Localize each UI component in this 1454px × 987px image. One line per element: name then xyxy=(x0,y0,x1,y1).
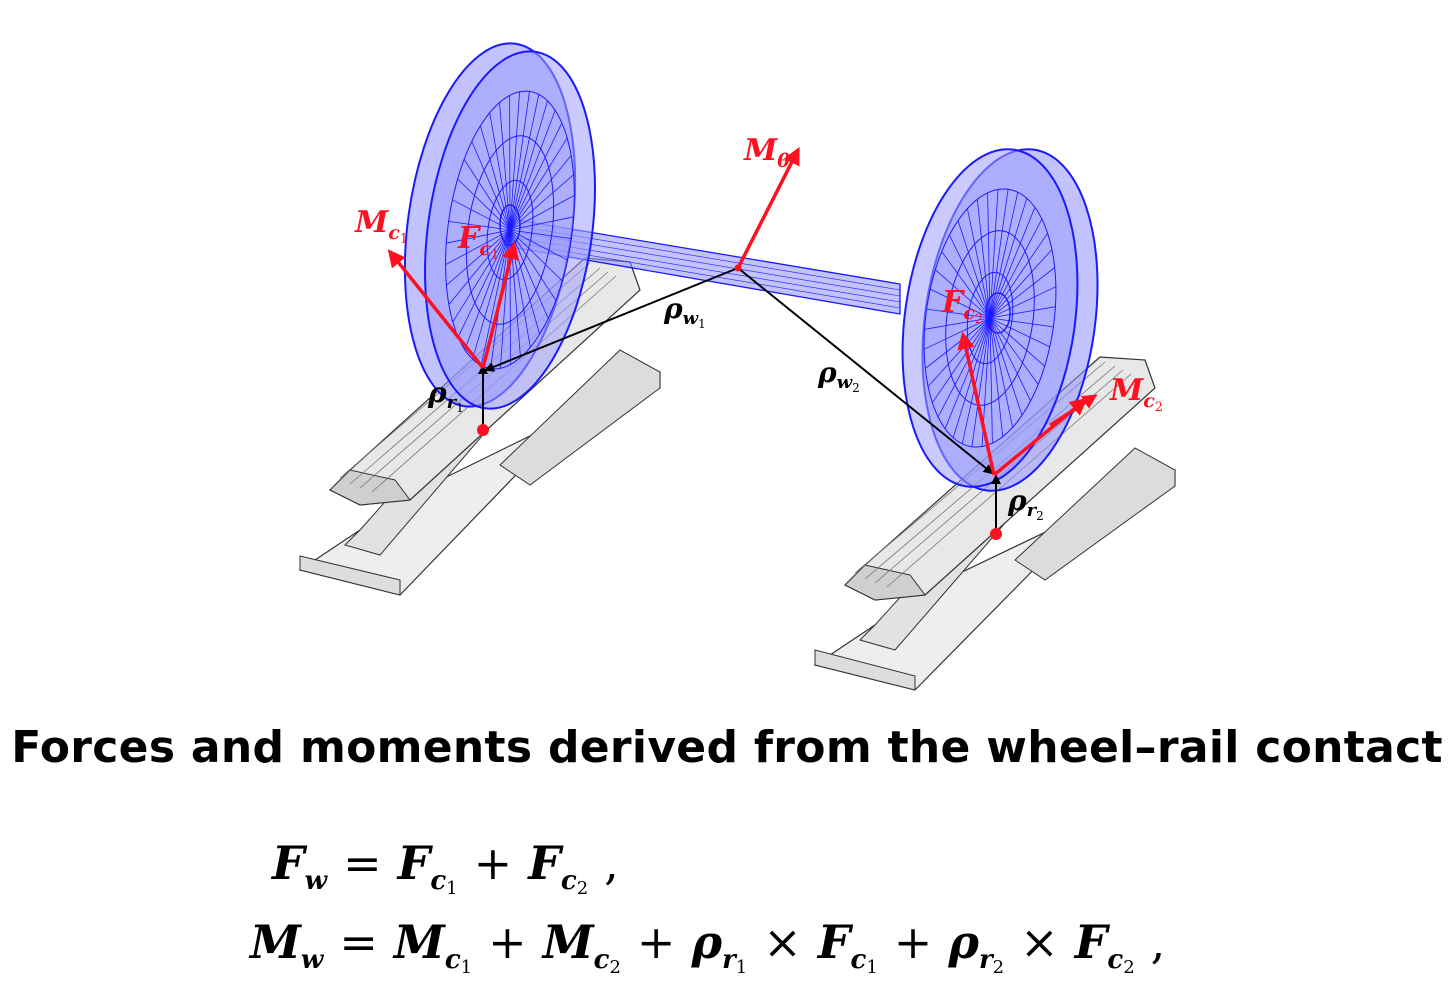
wheel-mesh-spoke xyxy=(509,110,556,231)
wheel-mesh-spoke xyxy=(989,317,1045,367)
right-wheel xyxy=(901,148,1099,492)
wheel-mesh-spoke xyxy=(989,192,1019,319)
wheel-mesh-spoke xyxy=(989,207,1036,319)
wheel-mesh-spoke xyxy=(509,229,563,282)
wheel-mesh-spoke xyxy=(509,137,568,231)
f-c1-arrow xyxy=(481,241,520,369)
wheel-mesh-spoke xyxy=(976,199,991,319)
wheel-mesh-spoke xyxy=(944,317,991,429)
wheel-mesh-spoke xyxy=(924,317,991,330)
wheel-mesh-spoke xyxy=(509,94,540,231)
wheel-mesh-spoke xyxy=(509,100,548,231)
red-labels: Mθ Mc1 Fc1 Fc2 Mc2 xyxy=(354,133,1163,415)
right-rail xyxy=(813,356,1176,691)
wheel-mesh-spoke xyxy=(949,234,991,319)
wheel-mesh-spoke xyxy=(445,229,511,265)
wheelset-diagram: Mθ Mc1 Fc1 Fc2 Mc2 ρw1 ρw2 ρr1 ρr2 xyxy=(298,42,1176,691)
label-rho-r2: ρr2 xyxy=(1007,484,1044,523)
wheel-mesh-spoke xyxy=(932,317,991,403)
wheel-mesh-spoke xyxy=(923,317,991,350)
wheel-mesh-spoke xyxy=(989,317,1050,348)
label-f-c2: Fc2 xyxy=(941,285,983,327)
wheel-mesh-spoke xyxy=(987,192,991,319)
wheel-mesh-spoke xyxy=(509,91,520,231)
wheel-mesh-spoke xyxy=(989,317,1039,385)
m-theta-arrow xyxy=(736,146,800,269)
wheel-mesh-spoke xyxy=(989,317,1013,428)
wheel-mesh-spoke xyxy=(989,286,1057,319)
wheel-mesh-spoke xyxy=(452,229,511,323)
contact-point-1 xyxy=(477,424,489,436)
wheel-mesh-spoke xyxy=(457,178,511,231)
label-rho-w1: ρw1 xyxy=(663,292,706,331)
wheel-mesh-spoke xyxy=(448,229,511,305)
rho-w1-vector xyxy=(484,267,739,372)
wheel-mesh-spoke xyxy=(989,317,1004,437)
wheel-mesh-spoke xyxy=(509,229,568,261)
section-heading: Forces and moments derived from the whee… xyxy=(11,722,1443,773)
wheel-mesh-spoke xyxy=(499,102,511,231)
force-arrows xyxy=(387,146,1098,477)
wheel-mesh-spoke xyxy=(509,91,530,231)
f-c2-arrow xyxy=(957,331,996,476)
wheel-mesh-spoke xyxy=(957,220,991,319)
wheel-mesh-spoke xyxy=(937,317,991,418)
label-m-c1: Mc1 xyxy=(354,205,408,247)
wheel-mesh-spoke xyxy=(509,229,572,239)
wheel-mesh-spoke xyxy=(941,251,991,319)
wheel-mesh-spoke xyxy=(989,306,1056,319)
wheel-mesh-spoke xyxy=(989,249,1053,319)
wheel-mesh-spoke xyxy=(509,174,574,231)
equation-moment-sum: Mw = Mc1 + Mc2 + ρr1 × Fc1 + ρr2 × Fc2 , xyxy=(250,915,1166,978)
wheel-mesh-spoke xyxy=(480,125,511,231)
wheel-mesh-spoke xyxy=(930,288,991,319)
wheel-mesh-spoke xyxy=(509,216,574,231)
wheel-mesh-spoke xyxy=(967,208,991,319)
wheel-mesh-spoke xyxy=(509,155,572,231)
wheel-mesh-spoke xyxy=(463,159,511,231)
wheel-mesh-spoke xyxy=(989,233,1048,319)
wheel-mesh-spoke xyxy=(989,189,1009,319)
wheel-mesh-spoke xyxy=(989,317,1031,402)
wheel-mesh-spoke xyxy=(926,308,991,319)
contact-point-2 xyxy=(990,528,1002,540)
label-f-c1: Fc1 xyxy=(457,221,499,263)
wheel-mesh-spoke xyxy=(509,122,563,231)
wheel-mesh-spoke xyxy=(452,199,511,231)
wheel-mesh-spoke xyxy=(489,112,511,231)
wheel-mesh-spoke xyxy=(989,267,1055,319)
wheel-mesh-spoke xyxy=(509,195,575,231)
wheel-mesh-spoke xyxy=(971,317,991,447)
black-labels: ρw1 ρw2 ρr1 ρr2 xyxy=(427,292,1044,523)
wheelset-center xyxy=(734,264,742,272)
label-m-theta: Mθ xyxy=(743,133,790,172)
wheel-mesh-spoke xyxy=(989,189,999,319)
label-m-c2: Mc2 xyxy=(1109,373,1163,415)
wheel-mesh-spoke xyxy=(446,229,511,244)
equation-force-sum: Fw = Fc1 + Fc2 , xyxy=(272,836,619,899)
wheel-mesh-spoke xyxy=(935,269,991,319)
wheel-mesh-spoke xyxy=(446,229,511,286)
left-wheel xyxy=(403,42,596,410)
wheel-mesh-spoke xyxy=(989,218,1043,319)
wheel-mesh-spoke xyxy=(961,317,991,444)
wheel-mesh-spoke xyxy=(989,317,1054,328)
wheel-mesh-spoke xyxy=(989,317,1023,416)
position-vectors xyxy=(478,267,1001,533)
label-rho-w2: ρw2 xyxy=(817,356,860,395)
rho-w2-vector xyxy=(737,267,994,475)
wheel-mesh-spoke xyxy=(989,317,993,444)
wheel-mesh-spoke xyxy=(457,229,511,338)
wheel-mesh-spoke xyxy=(927,317,991,387)
m-c1-arrow xyxy=(387,249,485,370)
label-rho-r1: ρr1 xyxy=(427,376,464,415)
wheel-mesh-spoke xyxy=(448,221,511,231)
wheel-mesh-spoke xyxy=(471,141,511,231)
wheel-mesh-spoke xyxy=(989,198,1028,319)
